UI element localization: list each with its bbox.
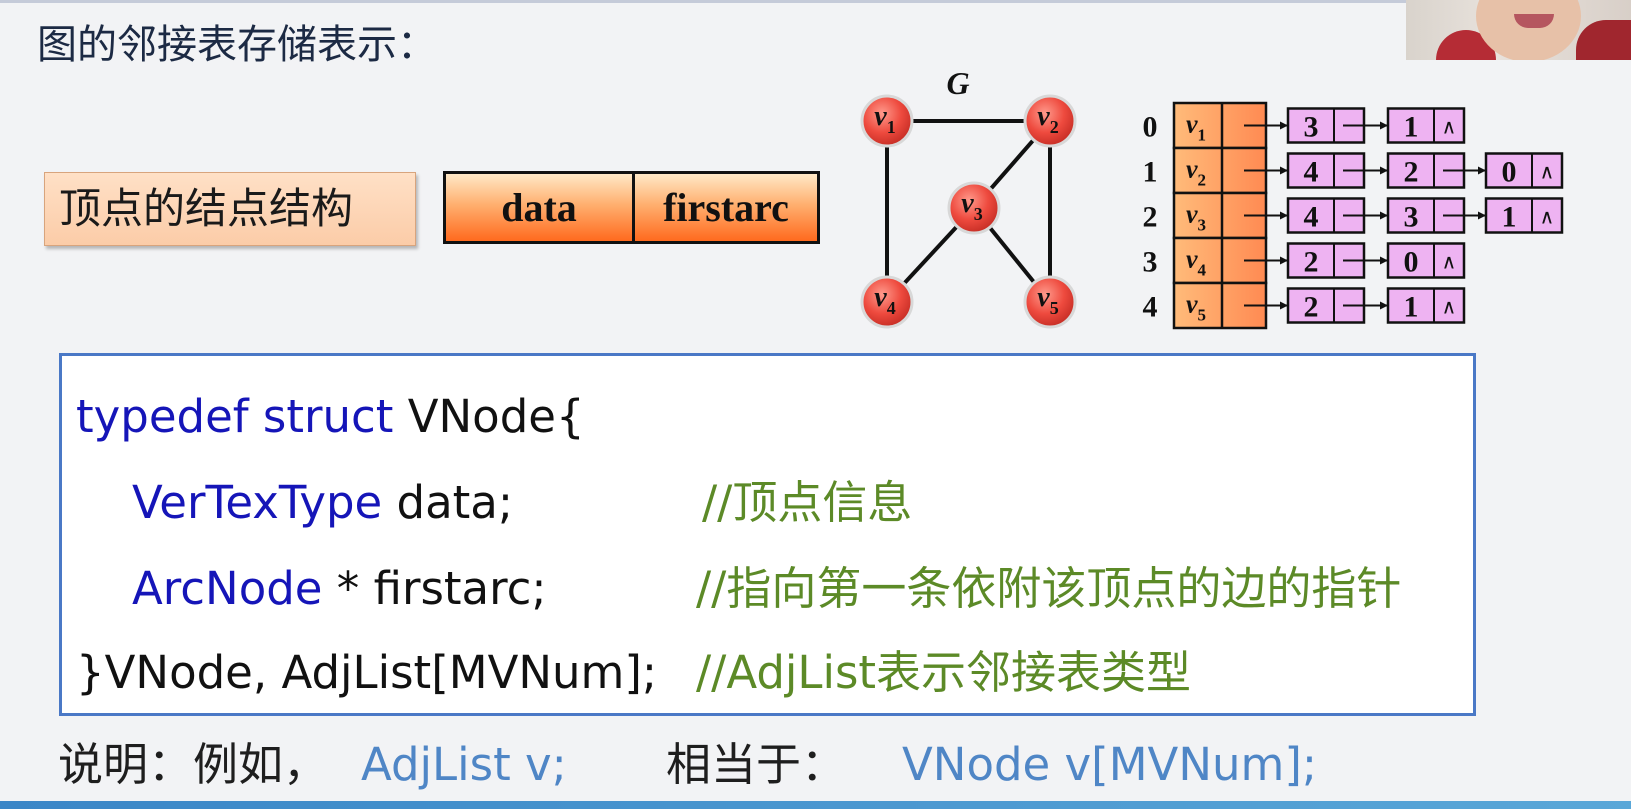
arc-node <box>1286 152 1366 189</box>
code-panel: typedef struct VNode{ VerTexType data; /… <box>59 353 1476 716</box>
graph-vertex <box>860 94 914 148</box>
graph-vertex <box>1023 94 1077 148</box>
arc-node <box>1484 197 1564 234</box>
webcam-coat-right <box>1576 20 1631 60</box>
adj-vertex-label: v1 <box>1186 110 1206 145</box>
adj-vertex-label: v2 <box>1186 155 1206 190</box>
null-pointer: ∧ <box>1442 295 1457 319</box>
arc-adjvex: 4 <box>1304 201 1319 234</box>
code-line-2: VerTexType data; <box>132 480 513 525</box>
node-field-firstarc: firstarc <box>635 174 817 241</box>
arc-node <box>1386 242 1466 279</box>
adj-vertex-label: v3 <box>1186 200 1206 235</box>
node-field-data: data <box>446 174 635 241</box>
vertex-label: v4 <box>874 282 895 318</box>
adj-vertex-label: v5 <box>1186 290 1206 325</box>
code-keyword: VerTexType <box>132 476 383 529</box>
arc-adjvex: 4 <box>1304 156 1319 189</box>
note-equiv-label: 相当于： <box>666 738 847 791</box>
note-example: AdjList v; <box>361 738 567 791</box>
top-divider <box>0 0 1410 3</box>
arc-node <box>1286 197 1366 234</box>
arc-adjvex: 2 <box>1304 246 1319 279</box>
code-keyword: ArcNode <box>132 562 323 615</box>
code-line-1: typedef struct VNode{ <box>76 394 585 439</box>
adjacency-list: 0 v1 3 1 ∧ 1 v2 4 2 0 ∧ 2 v3 4 3 1 ∧ 3 v4 2 0 ∧ 4 v5 2 1 ∧ <box>1143 101 1564 330</box>
vertex-node-structure: data firstarc <box>443 171 820 244</box>
note-equiv: VNode v[MVNum]; <box>902 738 1318 791</box>
null-pointer: ∧ <box>1442 250 1457 274</box>
vertex-label: v1 <box>874 101 895 137</box>
graph-diagram: v1 v2 v3 v4 v5 G 0 v1 3 1 ∧ 1 v2 4 2 0 ∧ 2 v3 4 3 1 ∧ 3 v4 2 0 ∧ 4… <box>860 65 1564 330</box>
code-keyword: typedef struct <box>76 390 394 443</box>
arc-adjvex: 3 <box>1304 111 1319 144</box>
bottom-bar <box>0 801 1631 809</box>
arc-adjvex: 2 <box>1304 291 1319 324</box>
vertex-label: v3 <box>961 188 982 224</box>
graph-vertex <box>860 275 914 329</box>
code-text: VNode{ <box>393 390 585 443</box>
null-pointer: ∧ <box>1540 160 1555 184</box>
code-line-3: ArcNode * firstarc; <box>132 566 547 611</box>
code-line-4: }VNode, AdjList[MVNum]; <box>76 646 658 699</box>
code-comment-3: //AdjList表示邻接表类型 <box>696 646 1192 699</box>
adj-index: 3 <box>1143 246 1158 279</box>
null-pointer: ∧ <box>1442 115 1457 139</box>
code-comment-1: //顶点信息 <box>702 476 913 529</box>
adj-index: 1 <box>1143 156 1158 189</box>
vertex-structure-label: 顶点的结点结构 <box>44 172 416 246</box>
adj-index: 4 <box>1143 291 1158 324</box>
arc-adjvex: 2 <box>1404 156 1419 189</box>
arc-adjvex: 1 <box>1404 111 1419 144</box>
adj-index: 2 <box>1143 201 1158 234</box>
arc-adjvex: 1 <box>1404 291 1419 324</box>
graph-vertex <box>947 181 1001 235</box>
webcam-face <box>1476 0 1581 60</box>
code-text: * firstarc; <box>322 562 547 615</box>
null-pointer: ∧ <box>1540 205 1555 229</box>
graph-vertices: v1 v2 v3 v4 v5 <box>860 94 1077 329</box>
adj-index: 0 <box>1143 111 1158 144</box>
webcam-mouth <box>1514 14 1554 28</box>
adj-vertex-label: v4 <box>1186 245 1207 280</box>
arc-adjvex: 0 <box>1404 246 1419 279</box>
code-text: data; <box>382 476 514 529</box>
vertex-label: v2 <box>1037 101 1058 137</box>
arc-node <box>1386 287 1466 324</box>
arc-adjvex: 3 <box>1404 201 1419 234</box>
arc-node <box>1386 107 1466 144</box>
arc-adjvex: 1 <box>1502 201 1517 234</box>
vertex-label: v5 <box>1037 282 1058 318</box>
graph-name: G <box>946 65 969 101</box>
code-comment-2: //指向第一条依附该顶点的边的指针 <box>696 562 1402 615</box>
page-title: 图的邻接表存储表示： <box>37 22 437 68</box>
arc-adjvex: 0 <box>1502 156 1517 189</box>
note-label: 说明：例如， <box>58 738 329 791</box>
presenter-webcam <box>1406 0 1631 60</box>
graph-vertex <box>1023 275 1077 329</box>
arc-node <box>1484 152 1564 189</box>
